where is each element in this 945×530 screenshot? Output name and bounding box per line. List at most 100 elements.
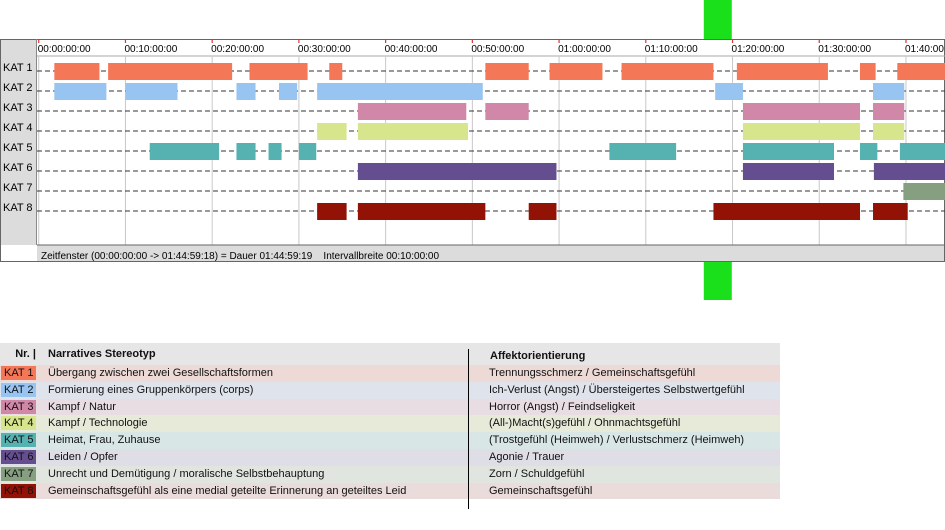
status-text: Zeitfenster (00:00:00:00 -> 01:44:59:18)… [41, 251, 439, 262]
interval-bar [873, 163, 945, 180]
legend-row: KAT 3 Kampf / Natur Horror (Angst) / Feind… [0, 398, 780, 416]
interval-bar [125, 83, 178, 100]
affekt-cell: Gemeinschaftsgefühl [489, 484, 593, 497]
stereotyp-cell: Formierung eines Gruppenkörpers (corps) [48, 383, 254, 396]
category-badge: KAT 4 [1, 416, 36, 431]
interval-bar [278, 83, 298, 100]
stereotyp-cell: Heimat, Frau, Zuhause [48, 434, 161, 447]
stereotyp-cell: Leiden / Opfer [48, 450, 118, 463]
legend-table: Nr. | Narratives Stereotyp Affektorienti… [0, 343, 780, 509]
interval-bar [317, 123, 347, 140]
interval-bar [742, 163, 834, 180]
tick-label: 01:10:00:00 [645, 44, 698, 55]
interval-bar [742, 103, 861, 120]
affekt-cell: Horror (Angst) / Feindseligkeit [489, 400, 636, 413]
tick-label: 00:30:00:00 [298, 44, 351, 55]
interval-bar [742, 143, 834, 160]
interval-bar [873, 83, 905, 100]
interval-bar [298, 143, 317, 160]
legend-header-stereotyp: Narratives Stereotyp [48, 348, 156, 360]
legend-header-nr: Nr. | [15, 348, 36, 360]
affekt-cell: Zorn / Schuldgefühl [489, 467, 585, 480]
interval-bar [860, 63, 876, 80]
row-label: KAT 5 [3, 142, 33, 154]
timeline-chart: 00:00:00:00 00:10:00:00 00:20:00:00 00:30:0… [0, 0, 945, 300]
interval-bar [715, 83, 743, 100]
category-badge: KAT 1 [1, 366, 36, 380]
label-column [1, 40, 36, 245]
interval-bar [268, 143, 282, 160]
interval-bar [485, 63, 529, 80]
legend-row: KAT 7 Unrecht und Demütigung / moralische… [0, 465, 780, 483]
interval-bar [621, 63, 714, 80]
interval-bar [236, 83, 256, 100]
affekt-cell: (Trostgefühl (Heimweh) / Verlustschmerz … [489, 434, 745, 447]
interval-bar [899, 143, 945, 160]
interval-bar [713, 203, 861, 220]
tick-label: 01:00:00:00 [558, 44, 611, 55]
interval-bar [236, 143, 256, 160]
interval-bar [357, 103, 467, 120]
interval-bar [485, 103, 529, 120]
legend-row: KAT 8 Gemeinschaftsgefühl als eine medial… [0, 482, 780, 500]
legend-header-affekt: Affektorientierung [490, 350, 586, 362]
tick-label: 01:20:00:00 [732, 44, 785, 55]
interval-bar [108, 63, 233, 80]
category-badge: KAT 3 [1, 399, 36, 414]
tick-label: 01:30:00:00 [818, 44, 871, 55]
legend-row: KAT 2 Formierung eines Gruppenkörpers (co… [0, 381, 780, 399]
interval-bar [317, 203, 347, 220]
status-bar [37, 245, 944, 261]
affekt-cell: Trennungsschmerz / Gemeinschaftsgefühl [489, 367, 696, 379]
interval-bar [357, 123, 469, 140]
interval-bar [873, 123, 905, 140]
tick-label: 01:40:00 [905, 44, 944, 55]
legend-row: KAT 6 Leiden / Opfer Agonie / Trauer [0, 448, 780, 466]
interval-bar [54, 83, 107, 100]
row-label: KAT 8 [3, 202, 33, 214]
stereotyp-cell: Kampf / Natur [48, 400, 116, 413]
tick-label: 00:40:00:00 [385, 44, 438, 55]
interval-bar [549, 63, 603, 80]
interval-bar [54, 63, 100, 80]
tick-label: 00:00:00:00 [38, 44, 91, 55]
row-label: KAT 4 [3, 122, 33, 134]
interval-bar [903, 183, 945, 200]
interval-bar [742, 123, 861, 140]
interval-bar [528, 203, 557, 220]
interval-bar [736, 63, 828, 80]
tick-label: 00:50:00:00 [471, 44, 524, 55]
stereotyp-cell: Unrecht und Demütigung / moralische Selb… [48, 467, 325, 480]
interval-bar [317, 83, 483, 100]
category-badge: KAT 2 [1, 382, 36, 397]
affekt-cell: Ich-Verlust (Angst) / Übersteigertes Sel… [489, 383, 745, 396]
category-badge: KAT 5 [1, 433, 36, 448]
affekt-cell: (All-)Macht(s)gefühl / Ohnmachtsgefühl [489, 417, 681, 430]
row-label: KAT 7 [3, 182, 33, 194]
interval-bar [873, 103, 905, 120]
interval-bar [329, 63, 343, 80]
row-label: KAT 1 [3, 62, 33, 74]
interval-bar [357, 203, 486, 220]
stereotyp-cell: Kampf / Technologie [48, 417, 148, 430]
interval-bar [357, 163, 557, 180]
row-label: KAT 2 [3, 82, 33, 94]
legend-divider [468, 349, 469, 509]
category-badge: KAT 8 [1, 483, 36, 498]
tick-label: 00:10:00:00 [124, 44, 177, 55]
category-badge: KAT 6 [1, 449, 36, 464]
interval-bar [860, 143, 878, 160]
legend-header: Nr. | Narratives Stereotyp Affektorienti… [0, 343, 780, 365]
tick-label: 00:20:00:00 [211, 44, 264, 55]
legend-row: KAT 5 Heimat, Frau, Zuhause (Trostgefühl (… [0, 432, 780, 449]
interval-bar [873, 203, 908, 220]
interval-bar [149, 143, 220, 160]
affekt-cell: Agonie / Trauer [489, 450, 565, 463]
interval-bar [249, 63, 308, 80]
interval-bar [609, 143, 677, 160]
stereotyp-cell: Gemeinschaftsgefühl als eine medial gete… [48, 484, 407, 497]
category-badge: KAT 7 [1, 466, 36, 481]
legend-row: KAT 4 Kampf / Technologie (All-)Macht(s)ge… [0, 415, 780, 433]
interval-bar [897, 63, 945, 80]
